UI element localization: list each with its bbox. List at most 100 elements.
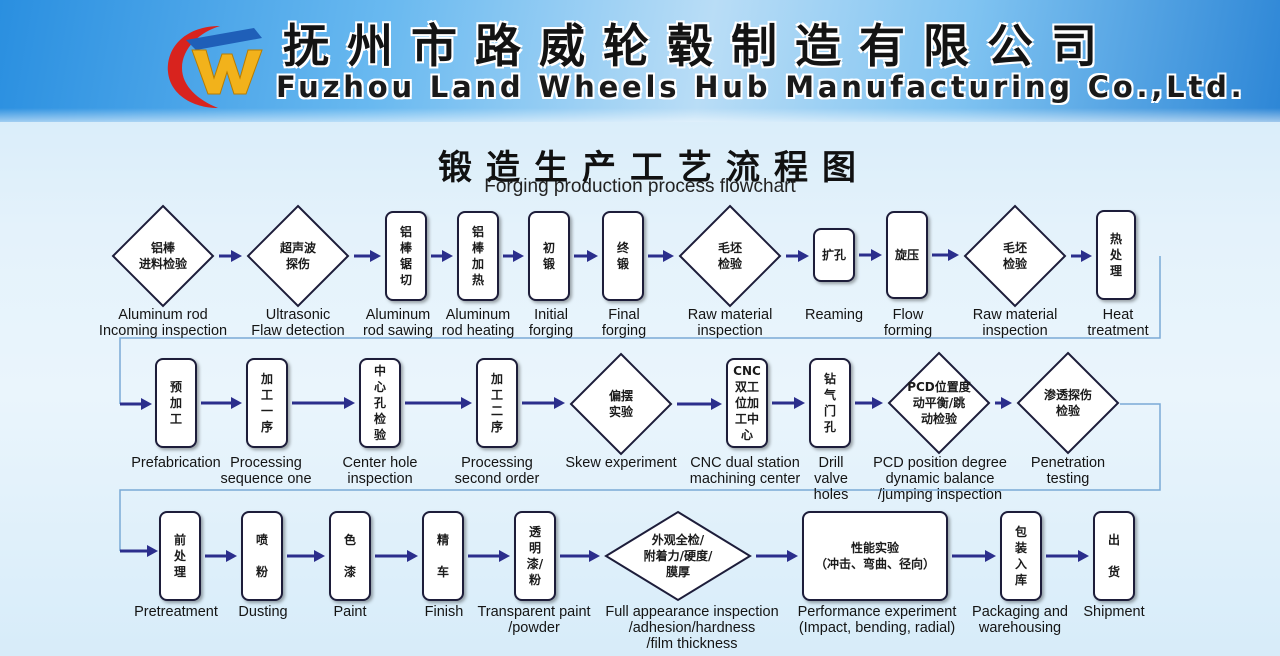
step-3-7-box: 性能实验 （冲击、弯曲、径向） <box>802 511 948 601</box>
step-1-11-box: 热 处 理 <box>1096 210 1136 300</box>
step-1-5-box: 初 锻 <box>528 211 570 301</box>
step-label-chinese: 出 货 <box>1107 533 1120 579</box>
step-1-7-diamond: 毛坯 检验 <box>678 204 782 308</box>
step-label-english: Shipment <box>1083 604 1145 620</box>
step-label-chinese: 超声波 探伤 <box>279 241 316 271</box>
flow-arrow <box>431 250 453 262</box>
flowchart-title-english: Forging production process flowchart <box>484 176 796 197</box>
flow-arrow <box>995 397 1012 409</box>
diamond-shape <box>887 351 991 455</box>
step-label-english: Ultrasonic Flaw detection <box>251 307 345 339</box>
step-label-english: Initial forging <box>528 307 574 339</box>
step-label-chinese: 加 工 一 序 <box>260 372 273 434</box>
row-connector-2-3 <box>119 403 1161 551</box>
diamond-shape <box>963 204 1067 308</box>
step-1-4-box: 铝 棒 加 热 <box>457 211 499 301</box>
flow-arrow <box>932 249 959 261</box>
flow-arrow <box>522 397 565 409</box>
step-3-6-diamond: 外观全检/ 附着力/硬度/ 膜厚 <box>604 510 752 602</box>
step-label-english: Full appearance inspection /adhesion/har… <box>605 604 779 652</box>
step-label-english: Finish <box>424 604 464 620</box>
step-1-9-box: 旋压 <box>886 211 928 299</box>
diamond-shape <box>246 204 350 308</box>
flow-arrow <box>205 550 237 562</box>
flow-arrow <box>677 398 722 410</box>
step-3-1-box: 前 处 理 <box>159 511 201 601</box>
row-connector-1-2 <box>119 256 1161 404</box>
flow-arrow <box>354 250 381 262</box>
step-label-english: CNC dual station machining center <box>689 455 801 487</box>
step-label-chinese: 加 工 二 序 <box>490 372 503 434</box>
step-2-6-box: CNC 双工 位加 工中 心 <box>726 358 768 448</box>
step-2-7-box: 钻 气 门 孔 <box>809 358 851 448</box>
step-3-3-box: 色 漆 <box>329 511 371 601</box>
step-1-10-diamond: 毛坯 检验 <box>963 204 1067 308</box>
flow-arrow <box>405 397 472 409</box>
step-label-chinese: 热 处 理 <box>1109 232 1122 278</box>
step-3-9-box: 出 货 <box>1093 511 1135 601</box>
flow-arrow <box>468 550 510 562</box>
step-3-5-box: 透 明 漆/ 粉 <box>514 511 556 601</box>
step-2-2-box: 加 工 一 序 <box>246 358 288 448</box>
step-label-chinese: 扩孔 <box>821 248 846 262</box>
step-label-english: Center hole inspection <box>342 455 418 487</box>
step-label-chinese: PCD位置度 动平衡/跳 动检验 <box>907 380 971 426</box>
flow-arrow <box>503 250 524 262</box>
connector-arrowhead <box>120 398 152 410</box>
header-banner: 抚州市路威轮毂制造有限公司 Fuzhou Land Wheels Hub Man… <box>0 0 1280 122</box>
step-label-english: Packaging and warehousing <box>972 604 1068 636</box>
step-label-chinese: 色 漆 <box>343 533 356 579</box>
flow-arrow <box>859 249 882 261</box>
step-label-chinese: 性能实验 （冲击、弯曲、径向） <box>814 541 935 571</box>
flow-arrow <box>1046 550 1089 562</box>
diamond-shape <box>678 204 782 308</box>
step-label-chinese: 旋压 <box>894 248 919 262</box>
diamond-shape <box>111 204 215 308</box>
flow-arrow <box>648 250 674 262</box>
step-label-chinese: 铝棒 进料检验 <box>138 241 187 271</box>
step-label-chinese: 前 处 理 <box>173 533 186 579</box>
step-label-chinese: 钻 气 门 孔 <box>823 372 836 434</box>
step-1-1-diamond: 铝棒 进料检验 <box>111 204 215 308</box>
step-label-english: Reaming <box>804 307 864 323</box>
step-label-english: Heat treatment <box>1087 307 1149 339</box>
step-label-english: Penetration testing <box>1030 455 1106 487</box>
step-label-chinese: 外观全检/ 附着力/硬度/ 膜厚 <box>643 533 713 579</box>
step-label-english: Flow forming <box>883 307 933 339</box>
diamond-shape <box>604 510 752 602</box>
step-label-english: Transparent paint /powder <box>477 604 591 636</box>
flow-arrow <box>292 397 355 409</box>
step-label-chinese: 初 锻 <box>542 241 555 271</box>
flow-arrow <box>855 397 883 409</box>
step-1-8-box: 扩孔 <box>813 228 855 282</box>
step-label-english: Drill valve holes <box>813 455 849 503</box>
step-label-english: Prefabrication <box>131 455 221 471</box>
company-name-chinese: 抚州市路威轮毂制造有限公司 <box>283 19 1115 73</box>
flow-arrow <box>756 550 798 562</box>
flowchart-title-chinese: 锻造生产工艺流程图 <box>438 148 870 188</box>
step-2-3-box: 中 心 孔 检 验 <box>359 358 401 448</box>
step-label-english: Processing sequence one <box>220 455 312 487</box>
diamond-shape <box>1016 351 1120 455</box>
step-label-chinese: 中 心 孔 检 验 <box>373 364 386 442</box>
flow-arrow <box>1071 250 1092 262</box>
step-label-english: Paint <box>333 604 367 620</box>
step-2-8-diamond: PCD位置度 动平衡/跳 动检验 <box>887 351 991 455</box>
step-2-1-box: 预 加 工 <box>155 358 197 448</box>
company-name-english: Fuzhou Land Wheels Hub Manufacturing Co.… <box>276 70 1246 104</box>
step-label-english: Final forging <box>601 307 647 339</box>
step-3-2-box: 喷 粉 <box>241 511 283 601</box>
step-label-english: Aluminum rod Incoming inspection <box>98 307 228 339</box>
flow-arrow <box>560 550 600 562</box>
step-label-english: Performance experiment (Impact, bending,… <box>797 604 957 636</box>
step-label-chinese: 喷 粉 <box>255 533 268 579</box>
company-logo <box>167 26 263 108</box>
step-label-english: Processing second order <box>454 455 540 487</box>
flow-arrow <box>287 550 325 562</box>
flow-arrow <box>375 550 418 562</box>
step-label-english: Aluminum rod heating <box>441 307 515 339</box>
step-label-chinese: 毛坯 检验 <box>1002 241 1027 271</box>
step-label-chinese: 透 明 漆/ 粉 <box>526 525 544 587</box>
step-label-chinese: 渗透探伤 检验 <box>1043 388 1092 418</box>
step-2-4-box: 加 工 二 序 <box>476 358 518 448</box>
